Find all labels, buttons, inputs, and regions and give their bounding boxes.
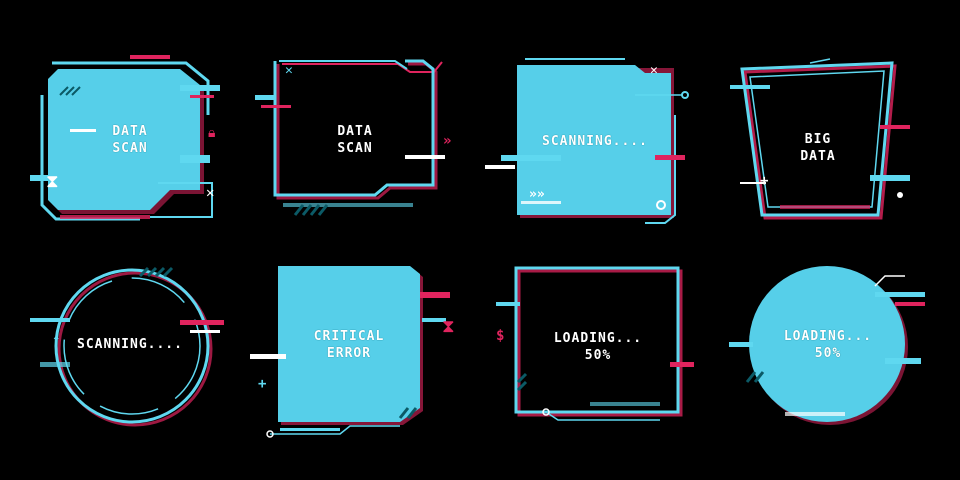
frame-label-line: 50% [584,348,612,363]
frame-label: LOADING... 50% [490,330,706,364]
frame-loading-outline: $ LOADING... 50% [490,262,700,442]
hourglass-icon: ⧗ [442,316,455,337]
frame-label: SCANNING.... [485,133,705,150]
frame-shape [729,266,925,425]
frame-label: DATA SCAN [30,123,230,157]
frame-big-data-outline: + BIG DATA [720,55,930,235]
frame-label-line: LOADING... [783,329,873,344]
frame-label-line: SCAN [112,141,148,156]
frame-loading-circle-filled: LOADING... 50% [725,262,935,442]
frame-shape [496,266,694,421]
frame-label-line: CRITICAL [313,329,385,344]
frame-label: LOADING... 50% [725,328,931,362]
frame-shape [255,59,445,216]
frame-scanning-filled: ✕ »» SCANNING.... [485,55,695,235]
lock-icon: 🔒︎ [208,125,216,141]
hourglass-icon: ⧗ [46,171,59,192]
frame-scanning-circle: ↑ SCANNING.... [30,262,230,442]
frame-label-line: SCANNING.... [77,337,183,352]
frame-data-scan-filled: ⧗ 🔒︎ ✕ DATA SCAN [30,55,230,235]
plus-icon: + [258,376,267,392]
frame-label-line: DATA [112,124,148,139]
frame-label-line: DATA [337,124,373,139]
frame-shape [30,266,224,427]
frame-label-line: 50% [814,346,842,361]
chevron-right-icon: »» [529,187,545,202]
frame-label-line: BIG [804,132,832,147]
plus-icon: + [760,173,769,189]
close-icon: ✕ [650,63,658,78]
close-icon: ✕ [206,185,215,201]
frame-shape [485,58,689,224]
frame-label-line: LOADING... [553,331,643,346]
frame-label: SCANNING.... [30,336,230,353]
frame-label: CRITICAL ERROR [250,328,448,362]
frame-shape [250,266,450,438]
arrow-up-icon: ↑ [52,332,61,348]
close-icon: ✕ [285,63,293,78]
frame-critical-error-filled: ⧗ + CRITICAL ERROR [250,258,465,448]
frame-label-line: ERROR [326,346,372,361]
frame-data-scan-outline: ✕ » DATA SCAN [255,55,460,235]
frame-label: DATA SCAN [255,123,455,157]
dollar-icon: $ [496,328,505,344]
frame-label-line: SCAN [337,141,373,156]
frame-label-line: DATA [800,149,836,164]
frame-label: BIG DATA [720,131,916,165]
frame-shape [730,58,910,220]
chevron-right-icon: » [443,133,452,149]
frame-shape [30,55,220,221]
frame-label-line: SCANNING.... [542,134,648,149]
